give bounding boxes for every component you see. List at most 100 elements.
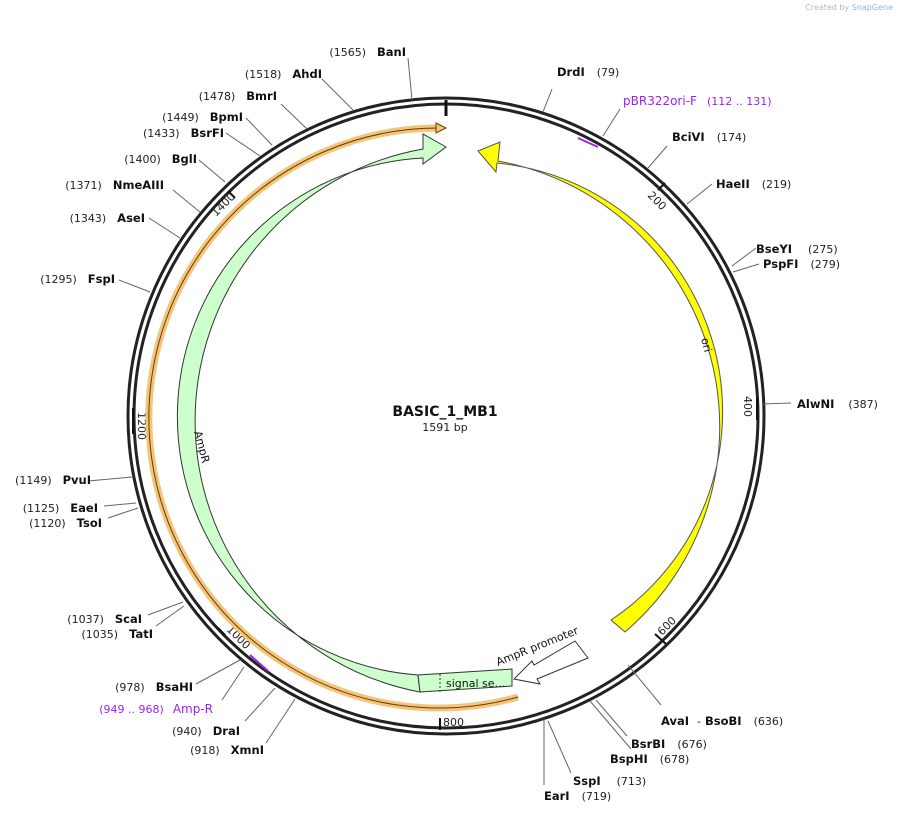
enzyme-name: BseYI bbox=[756, 242, 792, 256]
primer-bar-pbr322ori-f bbox=[577, 137, 599, 148]
enzyme-label-eari[interactable]: EarI (719) bbox=[544, 789, 611, 803]
enzyme-label-pvui[interactable]: (1149) PvuI bbox=[15, 473, 91, 487]
ori-label: ori bbox=[698, 336, 714, 353]
enzyme-name: DraI bbox=[213, 724, 240, 738]
enzyme-label-pspfi[interactable]: PspFI(279) bbox=[763, 257, 840, 271]
ampr-promoter-feature bbox=[512, 640, 589, 685]
enzyme-pos: (219) bbox=[762, 178, 792, 191]
enzyme-sep: - bbox=[697, 715, 701, 728]
plasmid-name: BASIC_1_MB1 bbox=[392, 404, 497, 420]
enzyme-name: HaeII bbox=[716, 177, 750, 191]
connector-sspi bbox=[547, 720, 572, 774]
connector-scai bbox=[147, 601, 184, 616]
enzyme-name: BspHI bbox=[610, 752, 648, 766]
primer-label-amp-r[interactable]: (949 .. 968)Amp-R bbox=[99, 702, 213, 716]
enzyme-label-bsahi[interactable]: (978) BsaHI bbox=[115, 680, 193, 694]
enzyme-label-drdi[interactable]: DrdI (79) bbox=[557, 65, 619, 79]
enzyme-pos: (719) bbox=[582, 790, 612, 803]
enzyme-label-fspi[interactable]: (1295)FspI bbox=[40, 272, 115, 286]
enzyme-pos: (1149) bbox=[15, 474, 52, 487]
enzyme-label-tati[interactable]: (1035)TatI bbox=[82, 627, 153, 641]
enzyme-pos: (1371) bbox=[65, 179, 102, 192]
enzyme-name: BpmI bbox=[210, 110, 243, 124]
orange-track-line bbox=[148, 127, 519, 709]
enzyme-name: PvuI bbox=[63, 473, 91, 487]
tick-group: 200 400 600 800 1000 1200 1400 bbox=[132, 182, 758, 730]
enzyme-pos: (676) bbox=[677, 738, 707, 751]
enzyme-pos: (1120) bbox=[29, 517, 66, 530]
enzyme-pos: (79) bbox=[597, 66, 620, 79]
connector-bseyi bbox=[731, 247, 757, 267]
backbone-outer bbox=[126, 96, 766, 736]
enzyme-label-asei[interactable]: (1343)AseI bbox=[70, 211, 145, 225]
enzyme-label-bsrbi[interactable]: BsrBI (676) bbox=[631, 737, 707, 751]
enzyme-name: BsaHI bbox=[156, 680, 193, 694]
enzyme-pos: (1035) bbox=[82, 628, 119, 641]
enzyme-pos: (1478) bbox=[199, 90, 236, 103]
enzyme-pos: (978) bbox=[115, 681, 145, 694]
connector-eaei bbox=[103, 502, 137, 507]
enzyme-label-scai[interactable]: (1037)ScaI bbox=[67, 612, 142, 626]
enzyme-label-bseyi[interactable]: BseYI(275) bbox=[756, 242, 838, 256]
enzyme-label-tsoi[interactable]: (1120)TsoI bbox=[29, 516, 102, 530]
snapgene-brand: Created by SnapGene bbox=[805, 3, 893, 12]
connector-haeii bbox=[686, 183, 713, 205]
enzyme-name: BanI bbox=[377, 45, 406, 59]
enzyme-pos: (1433) bbox=[143, 127, 180, 140]
enzyme-pos: (387) bbox=[848, 398, 878, 411]
connector-nmeaiii bbox=[172, 189, 201, 213]
primer-label-pbr322ori-f[interactable]: pBR322ori-F(112 .. 131) bbox=[623, 94, 772, 108]
enzyme-label-avai-bsobi[interactable]: AvaI-BsoBI(636) bbox=[661, 714, 783, 728]
enzyme-label-alwni[interactable]: AlwNI (387) bbox=[797, 397, 878, 411]
enzyme-pos: (1518) bbox=[245, 68, 282, 81]
enzyme-name: BsrFI bbox=[191, 126, 224, 140]
connector-bani bbox=[407, 57, 413, 101]
enzyme-pos: (918) bbox=[190, 744, 220, 757]
enzyme-label-eaei[interactable]: (1125)EaeI bbox=[23, 501, 98, 515]
connector-amp-r bbox=[221, 666, 245, 701]
enzyme-label-bgli[interactable]: (1400)BglI bbox=[124, 152, 197, 166]
enzyme-name: AlwNI bbox=[797, 397, 834, 411]
enzyme-label-bcivi[interactable]: BciVI(174) bbox=[672, 130, 746, 144]
enzyme-label-haeii[interactable]: HaeII (219) bbox=[716, 177, 791, 191]
enzyme-label-bpmi[interactable]: (1449)BpmI bbox=[162, 110, 243, 124]
enzyme-label-bmri[interactable]: (1478)BmrI bbox=[199, 89, 277, 103]
enzyme-name: DrdI bbox=[557, 65, 585, 79]
enzyme-name: NmeAIII bbox=[113, 178, 164, 192]
enzyme-label-sspi[interactable]: SspI(713) bbox=[573, 774, 646, 788]
enzyme-name: ScaI bbox=[115, 612, 142, 626]
enzyme-label-ahdi[interactable]: (1518) AhdI bbox=[245, 67, 322, 81]
tick-mark-1400 bbox=[227, 190, 236, 199]
enzyme-label-xmni[interactable]: (918) XmnI bbox=[190, 743, 264, 757]
enzyme-name: BglI bbox=[172, 152, 197, 166]
connector-avai bbox=[627, 664, 662, 706]
connector-bpmi bbox=[245, 117, 273, 146]
connector-pspfi bbox=[732, 263, 760, 273]
enzyme-label-nmeaiii[interactable]: (1371) NmeAIII bbox=[65, 178, 164, 192]
enzyme-name: AhdI bbox=[292, 67, 322, 81]
enzyme-pos: (678) bbox=[660, 753, 690, 766]
ampr-feature bbox=[176, 133, 447, 693]
connector-tsoi bbox=[107, 507, 139, 519]
connector-bsphi bbox=[589, 700, 632, 750]
connector-xmni bbox=[265, 698, 296, 744]
connector-bgli bbox=[198, 159, 226, 183]
connector-ahdi bbox=[321, 78, 354, 111]
tick-label-1200: 1200 bbox=[135, 412, 148, 440]
tick-mark-600 bbox=[654, 633, 667, 645]
enzyme-name: BsrBI bbox=[631, 737, 665, 751]
enzyme-label-bsrfi[interactable]: (1433) BsrFI bbox=[143, 126, 224, 140]
enzyme-name: EarI bbox=[544, 789, 570, 803]
connector-drai bbox=[244, 687, 276, 722]
enzyme-name: XmnI bbox=[231, 743, 264, 757]
enzyme-label-drai[interactable]: (940)DraI bbox=[172, 724, 240, 738]
enzyme-label-bani[interactable]: (1565)BanI bbox=[329, 45, 406, 59]
tick-mark-200 bbox=[657, 182, 666, 191]
brand-prefix: Created by bbox=[805, 3, 850, 12]
connector-drdi bbox=[542, 88, 553, 113]
enzyme-label-bsphi[interactable]: BspHI (678) bbox=[610, 752, 689, 766]
connector-bsahi bbox=[195, 659, 241, 685]
primer-bar-amp-r bbox=[249, 654, 269, 672]
snapgene-logo: SnapGene bbox=[851, 3, 893, 12]
